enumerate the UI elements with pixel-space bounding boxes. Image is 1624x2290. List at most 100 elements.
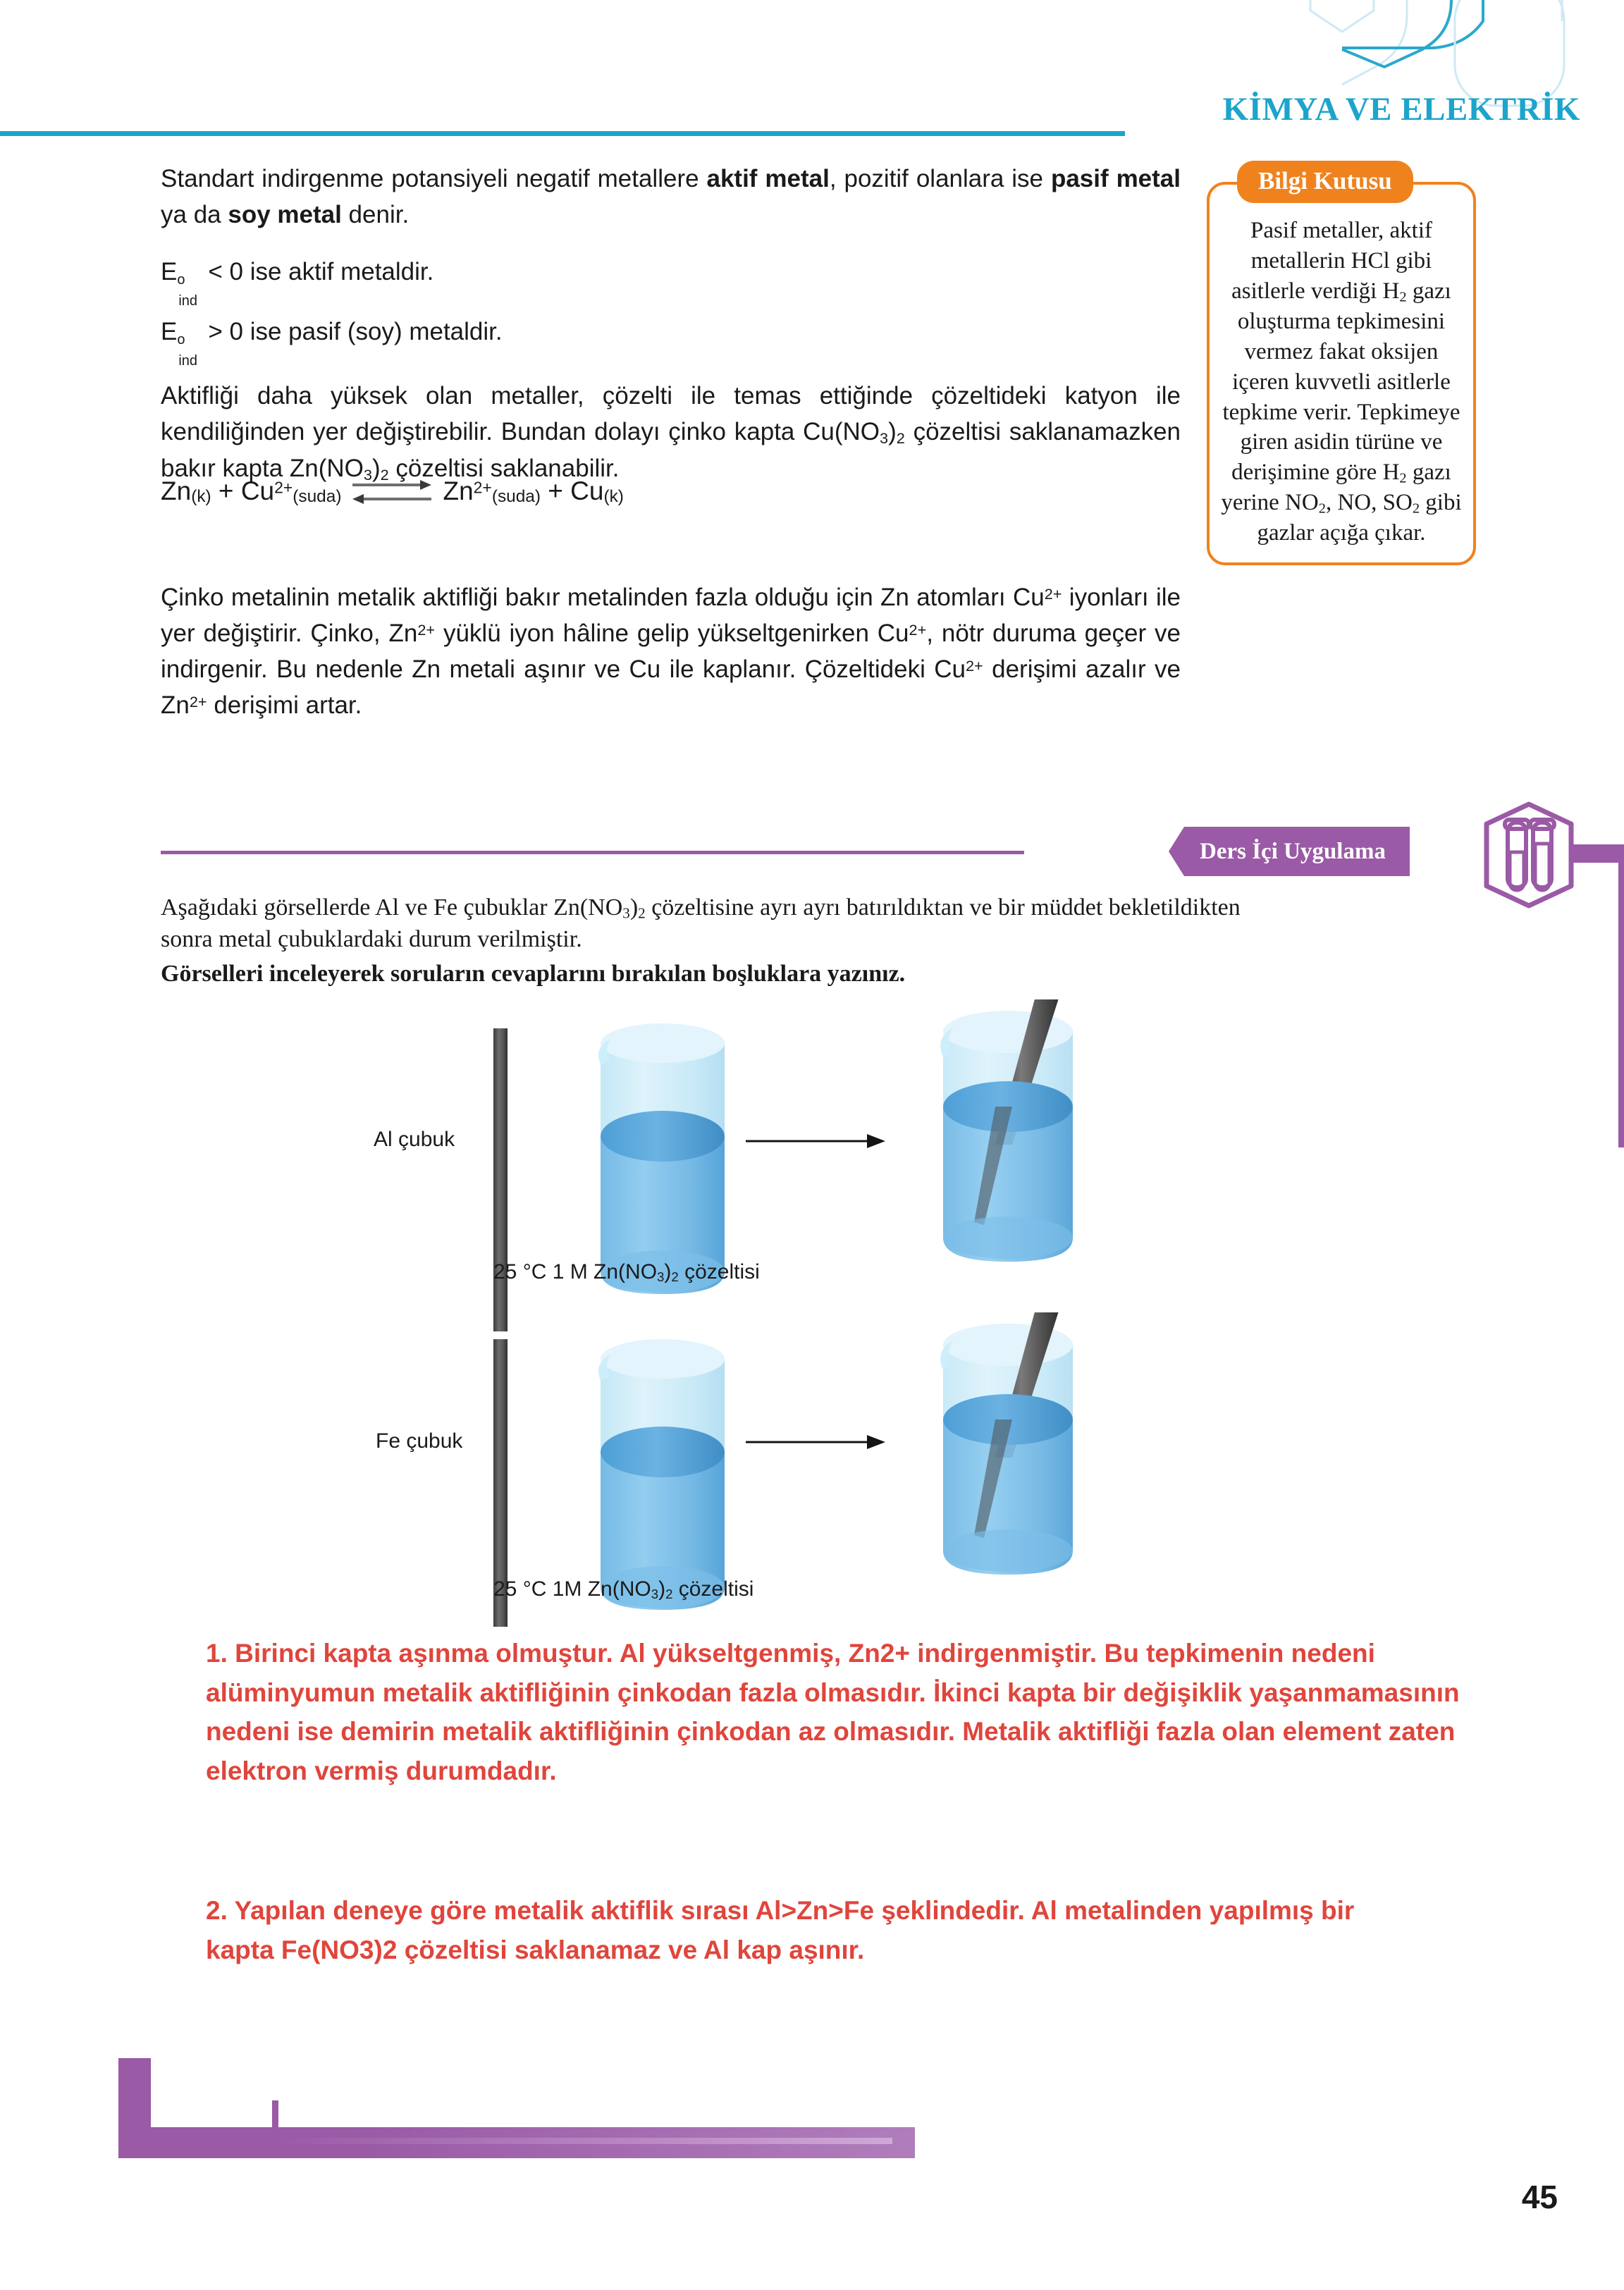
- para2-part-d: ): [371, 454, 381, 482]
- para3-part-c: yüklü iyon hâline gelip yükseltgenirken …: [435, 619, 909, 647]
- caption-al-c: çözeltisi: [678, 1260, 760, 1283]
- term-soy-metal: soy metal: [228, 201, 342, 229]
- info-box-text: Pasif metaller, aktif metallerin HCl gib…: [1219, 216, 1463, 548]
- para2-part-a: Aktifliği daha yüksek olan metaller, çöz…: [161, 382, 1181, 446]
- banner-left-rule: [161, 851, 1024, 854]
- banner-label: Ders İçi Uygulama: [1169, 827, 1410, 876]
- caption-fe-c: çözeltisi: [672, 1577, 754, 1601]
- app-sub2: 2: [638, 904, 646, 922]
- info-sub2: 2: [1399, 470, 1407, 486]
- para3-part-d: , nötr duruma geçer ve indirgenir. Bu ne…: [161, 619, 1181, 683]
- bottom-deco-thin-horizontal: [272, 2138, 892, 2144]
- header-rule: [0, 131, 1125, 136]
- para3-sup4: 2+: [966, 656, 983, 675]
- paragraph-definition: Standart indirgenme potansiyeli negatif …: [161, 161, 1181, 233]
- para1-part-e: denir.: [341, 201, 410, 229]
- metal-rod-fe: [493, 1339, 508, 1627]
- page-number: 45: [1521, 2179, 1558, 2215]
- term-aktif-metal: aktif metal: [706, 165, 830, 192]
- reversible-arrow-icon: [351, 480, 433, 505]
- para3-part-e: derişimi azalır ve Zn: [161, 655, 1181, 719]
- para3-part-f: derişimi artar.: [207, 691, 362, 719]
- process-arrow-1: [746, 1134, 885, 1148]
- app-part-a: Aşağıdaki görsellerde Al ve Fe çubuklar …: [161, 894, 623, 921]
- para1-part-a: Standart indirgenme potansiyeli negatif …: [161, 165, 707, 192]
- eq-zn2-state: (suda): [491, 486, 541, 506]
- term-pasif-metal: pasif metal: [1050, 165, 1181, 192]
- caption-al-sub1: 3: [657, 1269, 665, 1285]
- hexagon-decoration: [1309, 0, 1565, 107]
- cond1-sup: o: [177, 272, 185, 288]
- test-tubes-icon: [1484, 801, 1574, 909]
- caption-al: 25 °C 1 M Zn(NO3)2 çözeltisi: [493, 1260, 760, 1285]
- bottom-deco-vertical: [118, 2058, 151, 2158]
- beaker-right-fe: [940, 1312, 1073, 1575]
- info-box: Pasif metaller, aktif metallerin HCl gib…: [1207, 182, 1476, 566]
- eq-zn: Zn: [161, 476, 192, 505]
- answer-2: 2. Yapılan deneye göre metalik aktiflik …: [206, 1896, 1355, 1964]
- cond1-rest: < 0 ise aktif metaldir.: [208, 258, 434, 286]
- main-text-column: Standart indirgenme potansiyeli negatif …: [161, 161, 1181, 744]
- info-box-label: Bilgi Kutusu: [1237, 161, 1413, 203]
- beaker-right-al: [940, 999, 1073, 1262]
- para3-sup1: 2+: [1044, 584, 1062, 603]
- para2-part-e: çözeltisi saklanabilir.: [388, 454, 620, 482]
- para3-sup5: 2+: [189, 692, 207, 710]
- eq-zn2-charge: 2+: [473, 478, 492, 497]
- para2-sub3: 3: [363, 465, 372, 484]
- info-part-d: , NO, SO: [1325, 490, 1413, 516]
- para3-part-b: iyonları ile yer değiştirir. Çinko, Zn: [161, 583, 1181, 647]
- info-part-e: gibi gazlar açığa çıkar.: [1257, 490, 1462, 546]
- app-bold-instruction: Görselleri inceleyerek soruların cevapla…: [161, 960, 906, 987]
- rod-label-fe: Fe çubuk: [376, 1429, 463, 1453]
- app-sub1: 3: [622, 904, 630, 922]
- para1-part-d: ya da: [161, 201, 228, 229]
- para2-part-b: ): [888, 418, 897, 446]
- para3-part-a: Çinko metalinin metalik aktifliği bakır …: [161, 583, 1045, 611]
- caption-al-sub2: 2: [671, 1269, 679, 1285]
- caption-fe-a: 25 °C 1M Zn(NO: [493, 1577, 651, 1601]
- eq-cu-state: (suda): [293, 486, 342, 506]
- eq-plus2: + Cu: [541, 476, 604, 505]
- answer-1: 1. Birinci kapta aşınma olmuştur. Al yük…: [206, 1639, 1460, 1785]
- beaker-left-al: [598, 1023, 725, 1294]
- caption-fe-sub1: 3: [651, 1587, 659, 1602]
- cond2-symbol: E: [161, 318, 178, 346]
- para1-part-c: , pozitif olanlara ise: [829, 165, 1051, 192]
- caption-fe-sub2: 2: [665, 1587, 673, 1602]
- info-part-c: gazı yerine NO: [1221, 460, 1451, 516]
- caption-fe: 25 °C 1M Zn(NO3)2 çözeltisi: [493, 1577, 753, 1602]
- app-part-b: ): [629, 894, 639, 921]
- bottom-deco-thin-vertical: [272, 2100, 278, 2144]
- caption-fe-b: ): [658, 1577, 666, 1601]
- info-sub1: 2: [1399, 289, 1407, 305]
- info-sub4: 2: [1412, 500, 1420, 517]
- info-part-b: gazı oluşturma tepkimesini vermez fakat …: [1222, 278, 1460, 486]
- eq-cu2-state: (k): [603, 486, 624, 506]
- para2-sub2: 2: [896, 429, 905, 448]
- paragraph-displacement: Aktifliği daha yüksek olan metaller, çöz…: [161, 378, 1181, 486]
- banner-right-vertical-rule: [1618, 844, 1624, 1147]
- info-part-a: Pasif metaller, aktif metallerin HCl gib…: [1231, 218, 1432, 304]
- paragraph-explanation: Çinko metalinin metalik aktifliği bakır …: [161, 579, 1181, 723]
- eq-cu-charge: 2+: [274, 478, 293, 497]
- rod-label-al: Al çubuk: [374, 1128, 455, 1151]
- para3-sup3: 2+: [909, 620, 927, 639]
- metal-rod-al: [493, 1028, 508, 1331]
- para2-sub1: 3: [880, 429, 889, 448]
- cond2-sup: o: [177, 332, 185, 348]
- page-title: KİMYA VE ELEKTRİK: [1222, 91, 1580, 128]
- caption-al-a: 25 °C 1 M Zn(NO: [493, 1260, 658, 1283]
- lesson-application-banner: Ders İçi Uygulama: [161, 801, 1624, 1147]
- para2-part-c: çözeltisi saklanamazken bakır kapta Zn(N…: [161, 418, 1181, 482]
- beaker-left-fe: [598, 1339, 725, 1610]
- app-part-c: çözeltisine ayrı ayrı batırıldıktan ve b…: [161, 894, 1241, 952]
- info-sub3: 2: [1318, 500, 1326, 517]
- para2-sub4: 2: [380, 465, 389, 484]
- cond1-sub: ind: [178, 293, 198, 309]
- chemical-equation: Zn(k) + Cu2+(suda)Zn2+(suda) + Cu(k): [161, 476, 624, 507]
- cond2-rest: > 0 ise pasif (soy) metaldir.: [208, 318, 503, 346]
